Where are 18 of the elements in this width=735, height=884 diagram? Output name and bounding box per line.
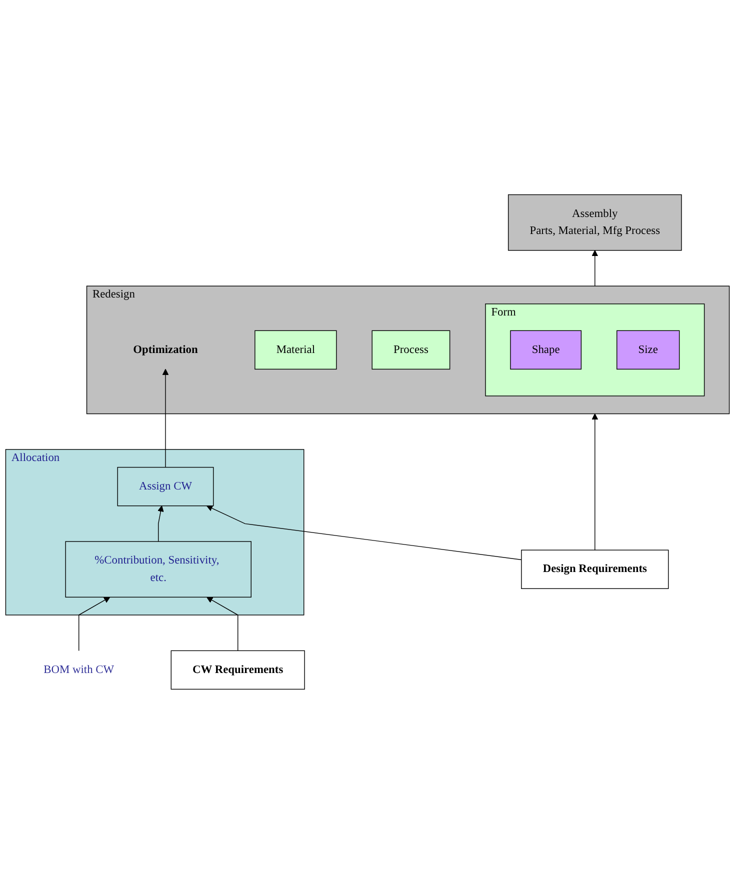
node-box: Shape [510,330,582,370]
node-box: Assembly Parts, Material, Mfg Process [508,194,682,251]
arrow [206,596,238,652]
node-box: CW Requirements [170,650,305,690]
arrow [206,505,522,560]
node-box: %Contribution, Sensitivity, etc. [65,541,252,598]
arrow [162,368,169,468]
node-box: Process [372,330,450,370]
arrow [592,414,598,550]
arrow [592,250,598,286]
node-text: Optimization [133,344,198,356]
node-box: Size [616,330,680,370]
node-box: Design Requirements [521,550,669,589]
node-box: Assign CW [117,466,214,506]
arrow [158,506,164,542]
node-box: Material [254,330,337,370]
arrow [78,596,110,652]
node-text: BOM with CW [44,664,114,676]
